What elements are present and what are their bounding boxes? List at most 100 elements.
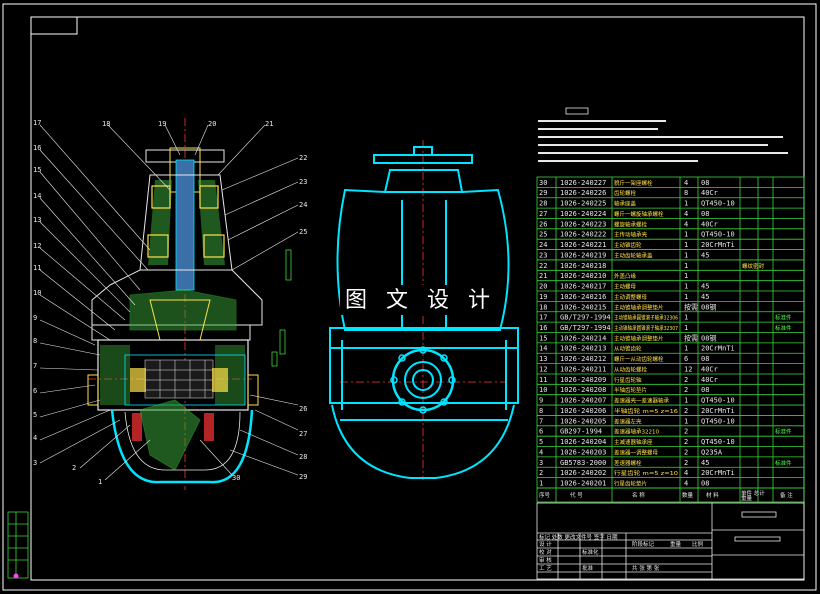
leader-13: 13 xyxy=(33,216,41,224)
bom-cell-name: 主动锥轴承圆锥滚子轴承32307 xyxy=(614,324,678,332)
bom-cell-note: 标准件 xyxy=(775,428,792,436)
bom-cell-qty: 1 xyxy=(684,251,688,259)
bom-cell-name: 螺斤一从动齿轮螺栓 xyxy=(614,355,664,363)
bom-cell-name: 貌斤一架座螺栓 xyxy=(614,179,653,187)
bom-cell-code: 1026-240227 xyxy=(560,179,606,187)
bom-cell-material: QT450-10 xyxy=(701,200,735,208)
leader-24: 24 xyxy=(299,201,307,209)
bom-cell-no: 7 xyxy=(539,417,543,425)
bom-cell-name: 齿轮螺栓 xyxy=(614,189,637,197)
bom-cell-code: 1026-240212 xyxy=(560,355,606,363)
bom-cell-code: 1026-240210 xyxy=(560,272,606,280)
title-block: 标记 处数 更改文件号 签字 日期 设 计 校 对 审 核 工 艺 标准化 批准… xyxy=(536,502,805,580)
bom-cell-material: 45 xyxy=(701,459,709,467)
bom-cell-qty: 2 xyxy=(684,459,688,467)
bom-cell-no: 28 xyxy=(539,200,547,208)
bom-header-weight: 重量 xyxy=(741,494,753,502)
bom-cell-name: 半轴齿轮垫片 xyxy=(614,386,647,394)
bom-cell-no: 16 xyxy=(539,324,547,332)
bom-cell-tag: 螺纹密封 xyxy=(742,262,765,270)
bom-cell-material: 08 xyxy=(701,179,709,187)
bom-cell-no: 1 xyxy=(539,480,543,488)
bom-cell-name: 差速器轴承32210 xyxy=(614,428,659,436)
leader-22: 22 xyxy=(299,154,307,162)
title-col-approve: 批准 xyxy=(582,564,594,572)
bom-cell-code: 1026-240211 xyxy=(560,365,606,373)
bom-cell-code: GB297-1994 xyxy=(560,428,602,436)
bom-cell-name: 行星齿轮轴 xyxy=(614,376,642,384)
bom-cell-qty: 6 xyxy=(684,355,688,363)
bom-cell-name: 行星齿轮 m=5 z=10 xyxy=(614,469,679,477)
bolt-circle xyxy=(390,346,456,414)
leader-2: 2 xyxy=(72,464,76,472)
bom-cell-no: 3 xyxy=(539,459,543,467)
title-row-check: 校 对 xyxy=(539,548,552,556)
bom-cell-no: 19 xyxy=(539,293,547,301)
leader-15: 15 xyxy=(33,166,41,174)
bom-header-unit: 单件 总计 xyxy=(741,489,765,497)
bom-cell-code: GB5783-2000 xyxy=(560,459,606,467)
bom-cell-code: 1026-240223 xyxy=(560,220,606,228)
bom-cell-material: 20CrMnTi xyxy=(701,469,735,477)
bom-cell-material: QT450-10 xyxy=(701,438,735,446)
leader-3: 3 xyxy=(33,459,37,467)
bom-cell-qty: 4 xyxy=(684,210,688,218)
bom-cell-code: 1026-240218 xyxy=(560,262,606,270)
bom-cell-code: 1026-240206 xyxy=(560,407,606,415)
bom-cell-code: 1026-240203 xyxy=(560,448,606,456)
title-row-craft: 工 艺 xyxy=(539,565,552,572)
leader-4: 4 xyxy=(33,434,37,442)
bom-cell-code: 1026-240205 xyxy=(560,417,606,425)
bom-cell-no: 12 xyxy=(539,365,547,373)
title-row-design: 设 计 xyxy=(539,540,552,548)
bom-cell-material: 08 xyxy=(701,210,709,218)
bom-cell-qty: 2 xyxy=(684,386,688,394)
title-sheets: 共 张 第 张 xyxy=(632,564,660,572)
bom-cell-qty: 2 xyxy=(684,428,688,436)
bom-cell-qty: 4 xyxy=(684,220,688,228)
watermark-text: 图 文 设 计 xyxy=(345,288,496,313)
bom-table-grid xyxy=(536,176,805,503)
bom-cell-material: QT450-10 xyxy=(701,397,735,405)
bom-cell-code: 1026-240217 xyxy=(560,283,606,291)
bom-cell-name: 主动齿轮轴承盖 xyxy=(614,251,653,259)
bom-cell-code: 1026-240219 xyxy=(560,251,606,259)
title-stage: 阶段标记 xyxy=(632,540,655,548)
leader-18: 18 xyxy=(102,120,110,128)
bom-cell-code: 1026-240207 xyxy=(560,397,606,405)
bom-cell-code: 1026-240215 xyxy=(560,303,606,311)
bom-cell-name: 主动锥轴承圆锥滚子轴承32306 xyxy=(614,314,678,322)
leader-11: 11 xyxy=(33,264,41,272)
bom-cell-qty: 1 xyxy=(684,345,688,353)
bom-cell-code: 1026-240225 xyxy=(560,200,606,208)
bom-cell-material: Q235A xyxy=(701,448,723,456)
bom-cell-qty: 按需 xyxy=(684,302,698,311)
bom-cell-qty: 1 xyxy=(684,241,688,249)
bom-cell-name: 螺旋轴承螺栓 xyxy=(614,220,648,228)
outer-frame xyxy=(2,3,817,591)
leader-20: 20 xyxy=(208,120,216,128)
bom-cell-no: 10 xyxy=(539,386,547,394)
bom-cell-name: 外盖凸缘 xyxy=(614,272,637,280)
bom-cell-qty: 1 xyxy=(684,417,688,425)
leader-10: 10 xyxy=(33,289,41,297)
bom-cell-qty: 1 xyxy=(684,324,688,332)
bom-header-name: 名 称 xyxy=(632,491,645,499)
bom-cell-material: 08 xyxy=(701,355,709,363)
bom-cell-material: QT450-10 xyxy=(701,417,735,425)
bom-cell-code: 1026-240201 xyxy=(560,480,606,488)
bom-cell-qty: 1 xyxy=(684,272,688,280)
